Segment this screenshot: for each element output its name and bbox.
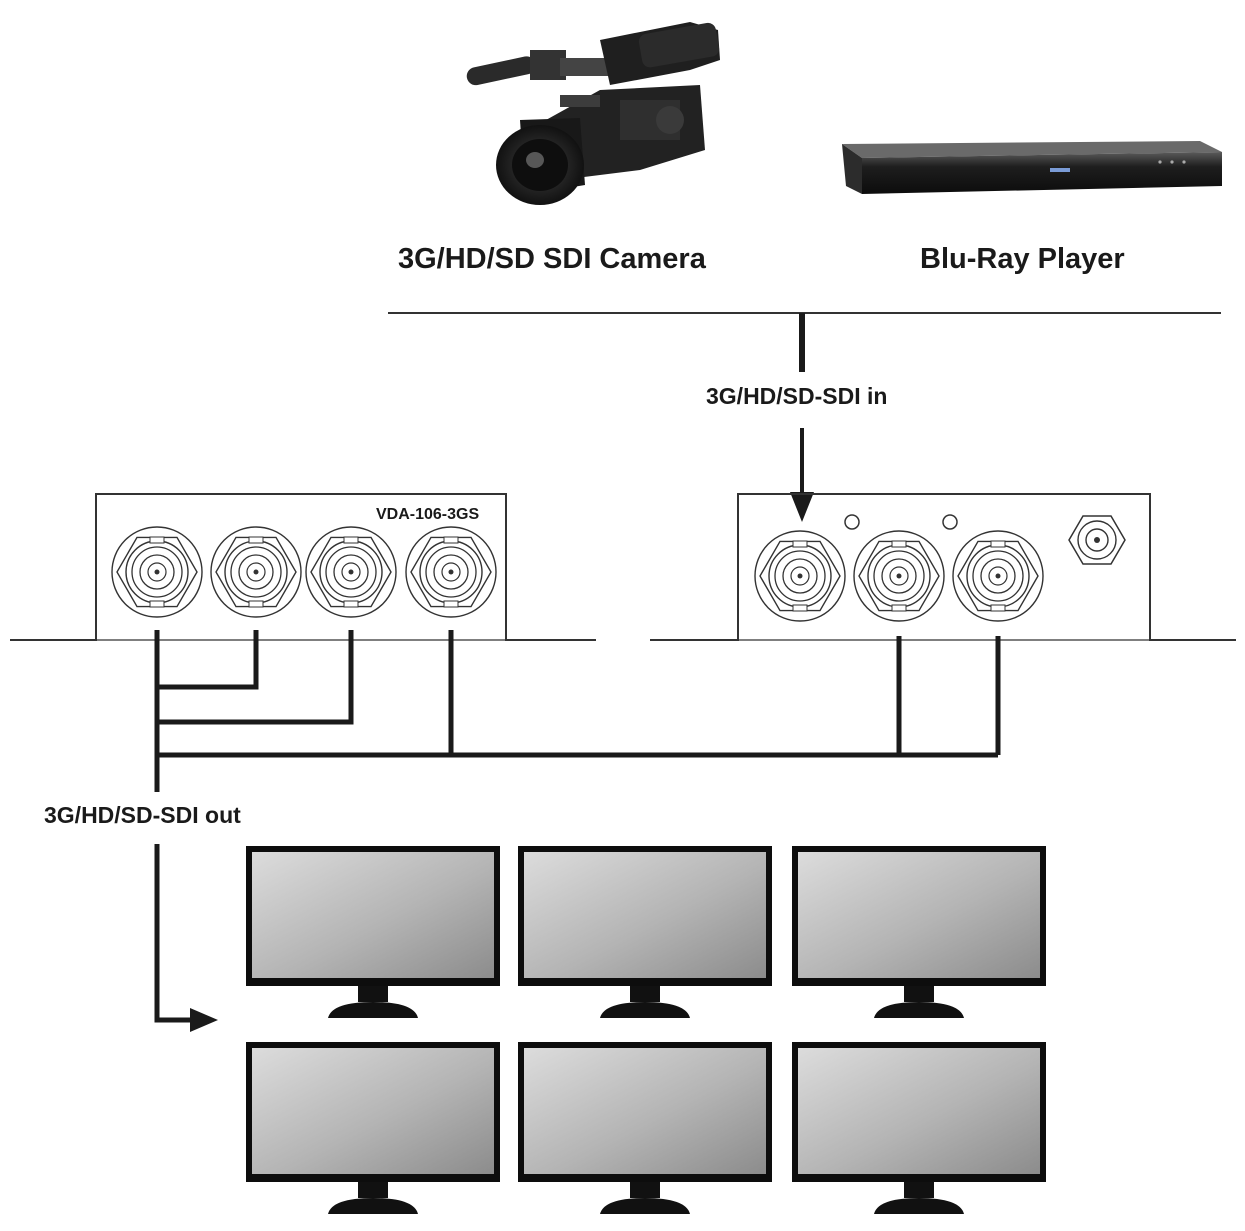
- input-signal-label: 3G/HD/SD-SDI in: [706, 383, 888, 409]
- status-led-2: [942, 514, 958, 530]
- device-model-label: VDA-106-3GS: [376, 506, 480, 523]
- monitor-2-icon: [518, 846, 772, 1018]
- monitor-3-icon: [792, 846, 1046, 1018]
- output-arrowhead: [190, 1008, 218, 1032]
- output-port-4: [405, 526, 497, 618]
- bluray-label: Blu-Ray Player: [920, 243, 1125, 275]
- output-wiring: [154, 630, 1001, 792]
- camera-label: 3G/HD/SD SDI Camera: [398, 243, 706, 275]
- sdi-camera-icon: [466, 22, 720, 205]
- output-signal-label: 3G/HD/SD-SDI out: [44, 802, 241, 828]
- device-front-panel: [10, 493, 596, 641]
- output-port-3: [305, 526, 397, 618]
- output-port-6: [952, 530, 1044, 622]
- device-rear-panel: [650, 493, 1236, 641]
- output-arrow-shaft: [154, 844, 196, 1023]
- power-jack-icon: [1068, 515, 1126, 565]
- monitor-6-icon: [792, 1042, 1046, 1214]
- output-port-1: [111, 526, 203, 618]
- monitor-5-icon: [518, 1042, 772, 1214]
- monitor-1-icon: [246, 846, 500, 1018]
- output-port-2: [210, 526, 302, 618]
- input-port: [754, 530, 846, 622]
- input-arrowhead: [790, 492, 814, 522]
- output-port-5: [853, 530, 945, 622]
- monitor-4-icon: [246, 1042, 500, 1214]
- bluray-player-icon: [842, 141, 1222, 194]
- status-led-1: [844, 514, 860, 530]
